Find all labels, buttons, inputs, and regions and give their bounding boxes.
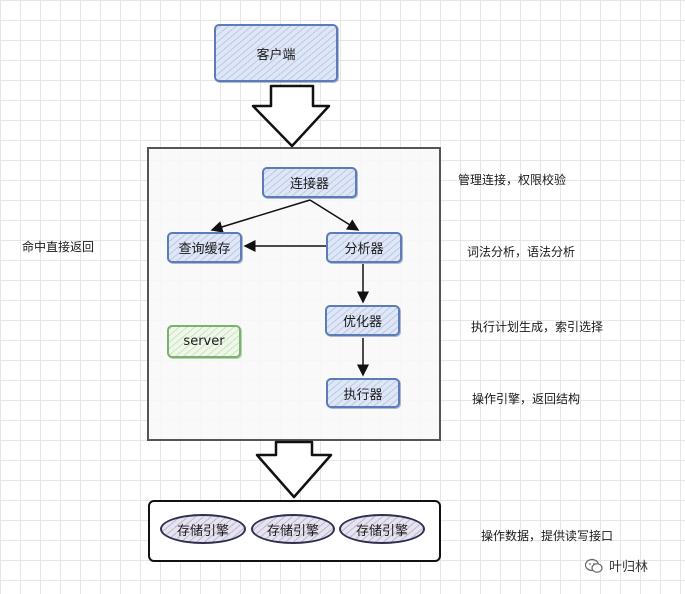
storage-engine-3: 存储引擎 [339,514,425,544]
arrow-connector-to-analyzer [309,199,360,231]
big-arrow-server-to-storage [255,440,333,499]
storage-engine-2-label: 存储引擎 [266,523,319,539]
note-cache-hit: 命中直接返回 [22,240,95,254]
brand-name: 叶归林 [609,560,649,575]
analyzer-label: 分析器 [344,242,384,257]
wechat-icon [585,558,603,573]
note-optimizer: 执行计划生成，索引选择 [471,320,604,334]
note-storage: 操作数据，提供读写接口 [481,529,614,543]
server-label: server [183,334,225,349]
connector-node: 连接器 [262,167,357,198]
connector-label: 连接器 [289,177,329,192]
client-node: 客户端 [214,24,338,82]
big-arrow-client-to-server [251,84,331,148]
server-node: server [167,325,241,358]
storage-engine-1-label: 存储引擎 [176,523,229,539]
query-cache-label: 查询缓存 [178,242,231,257]
client-label: 客户端 [256,47,296,63]
query-cache-node: 查询缓存 [167,232,242,263]
executor-node: 执行器 [326,378,400,408]
note-executor: 操作引擎，返回结构 [472,392,581,406]
executor-label: 执行器 [343,387,383,403]
analyzer-node: 分析器 [326,232,402,263]
note-connector: 管理连接，权限校验 [458,173,567,187]
storage-engine-3-label: 存储引擎 [355,523,408,539]
brand-watermark: 叶归林 [585,556,648,575]
note-analyzer: 词法分析，语法分析 [467,245,576,259]
storage-engine-2: 存储引擎 [251,514,335,544]
optimizer-label: 优化器 [342,315,382,330]
optimizer-node: 优化器 [325,305,400,336]
storage-engine-1: 存储引擎 [160,514,246,544]
arrow-connector-to-cache [210,199,311,233]
